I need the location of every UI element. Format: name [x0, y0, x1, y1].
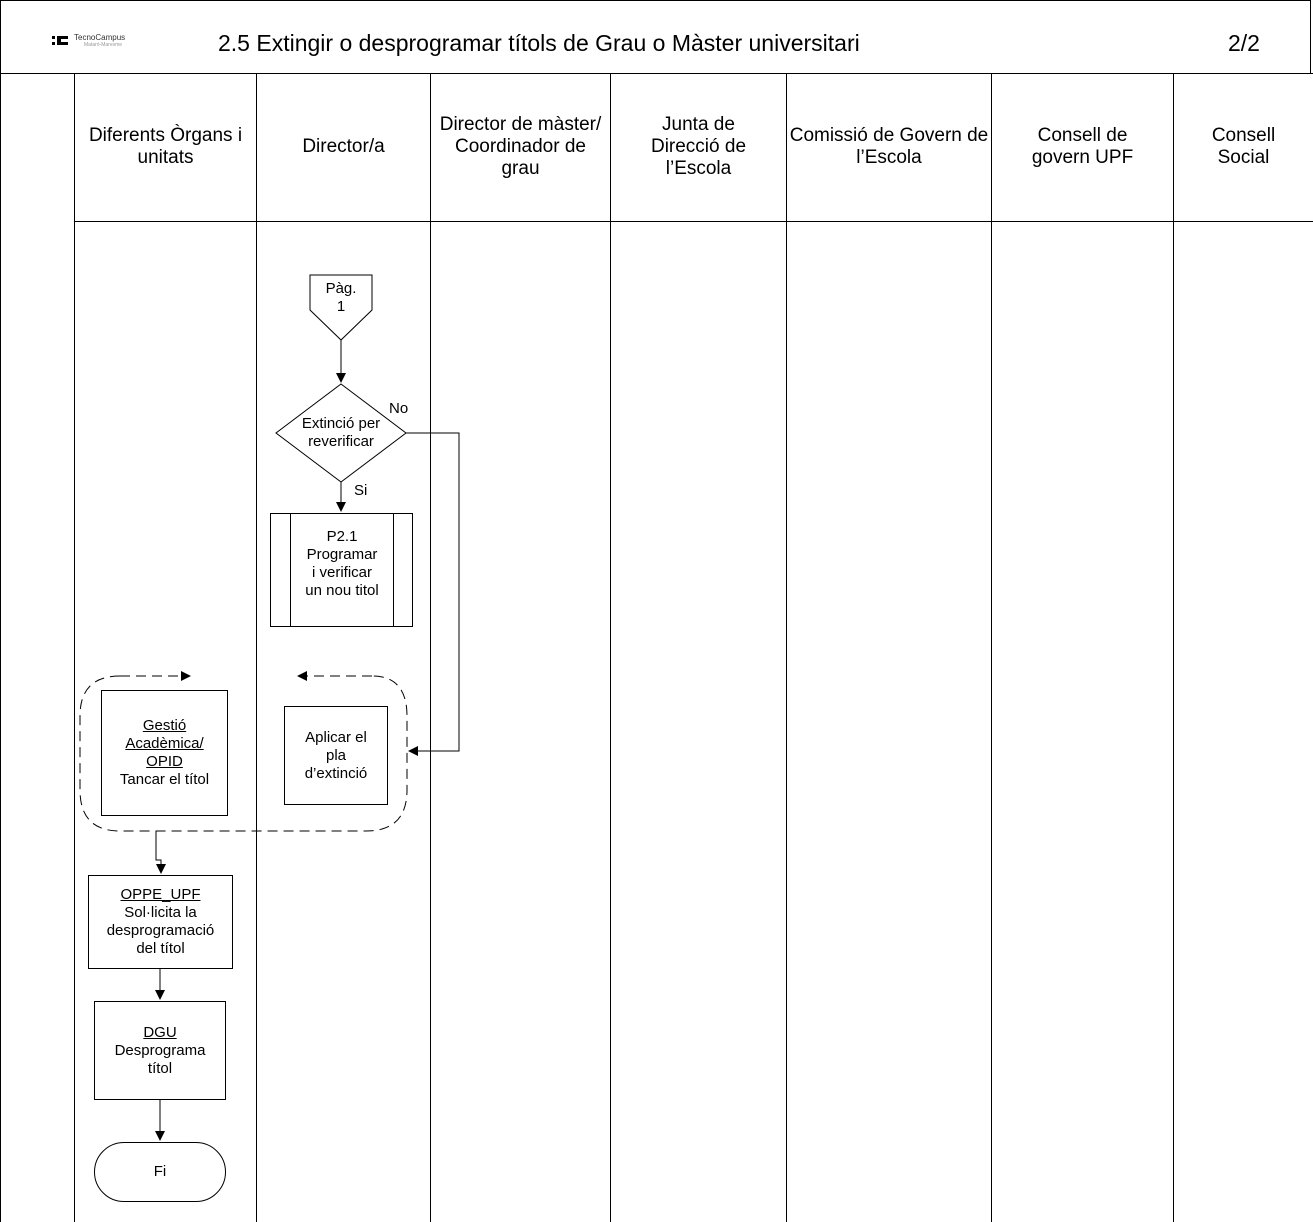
- logo: TecnoCampus Mataró-Maresme: [52, 33, 125, 48]
- decision-node: Extinció per reverificar: [286, 415, 396, 451]
- lane-header-director: Director/a: [302, 136, 385, 157]
- connector-line1: Pàg.: [325, 280, 357, 297]
- decision-line1: Extinció per: [301, 415, 381, 432]
- lane-header-consell-social: Consell Social: [1211, 125, 1276, 168]
- page-number: 2/2: [1228, 30, 1260, 56]
- decision-yes-label: Si: [354, 482, 368, 499]
- logo-text: TecnoCampus: [74, 33, 126, 42]
- apply-plan-box: Aplicar el pla d’extinció: [284, 706, 388, 805]
- oppe-line4: del títol: [136, 940, 185, 957]
- gestio-line1: Gestió: [142, 717, 187, 734]
- apply-plan-line1: Aplicar el: [305, 728, 367, 746]
- tecnocampus-logo-icon: [52, 35, 70, 46]
- lane-header-junta-direccio: Junta de Direcció de l’Escola: [650, 114, 747, 179]
- decision-no-label: No: [389, 400, 409, 417]
- gestio-line4: Tancar el títol: [119, 771, 210, 788]
- apply-plan-line3: d’extinció: [304, 764, 368, 782]
- gestio-academica-box: Gestió Acadèmica/ OPID Tancar el títol: [101, 690, 228, 816]
- offpage-connector: Pàg. 1: [310, 280, 372, 316]
- subprocess-line1: P2.1: [326, 528, 358, 545]
- page-title: 2.5 Extingir o desprogramar títols de Gr…: [218, 30, 860, 56]
- end-terminator: Fi: [153, 1163, 167, 1180]
- oppe-line2: Sol·licita la: [124, 904, 197, 921]
- offpage-connector-shape: [309, 274, 373, 341]
- gestio-line2: Acadèmica/: [125, 735, 204, 752]
- subprocess-line2: Programar: [306, 546, 378, 563]
- logo-subtext: Mataró-Maresme: [84, 42, 123, 48]
- end-terminator-shape: [94, 1142, 226, 1202]
- page-header: [0, 0, 1311, 73]
- lane-header-diferents-organs: Diferents Òrgans i unitats: [88, 125, 243, 168]
- connector-line2: 1: [336, 298, 346, 315]
- subprocess-line4: un nou titol: [305, 582, 379, 599]
- lane-header-comissio-govern: Comissió de Govern de l’Escola: [789, 125, 989, 168]
- subprocess-line3: i verificar: [311, 564, 372, 581]
- dgu-line2: Desprograma: [114, 1041, 206, 1059]
- oppe-line1: OPPE_UPF: [120, 886, 201, 903]
- dgu-line1: DGU: [143, 1023, 177, 1041]
- oppe-line3: desprogramació: [106, 922, 215, 939]
- decision-line2: reverificar: [308, 433, 374, 450]
- gestio-line3: OPID: [146, 753, 183, 770]
- oppe-upf-box: OPPE_UPF Sol·licita la desprogramació de…: [88, 875, 233, 969]
- lane-header-director-master: Director de màster/ Coordinador de grau: [439, 114, 602, 179]
- dgu-line3: títol: [147, 1059, 173, 1077]
- subprocess-p21: P2.1 Programar i verificar un nou titol: [291, 528, 393, 600]
- lane-header-consell-govern-upf: Consell de govern UPF: [1031, 125, 1134, 168]
- apply-plan-line2: pla: [325, 746, 347, 764]
- dgu-box: DGU Desprograma títol: [94, 1001, 226, 1100]
